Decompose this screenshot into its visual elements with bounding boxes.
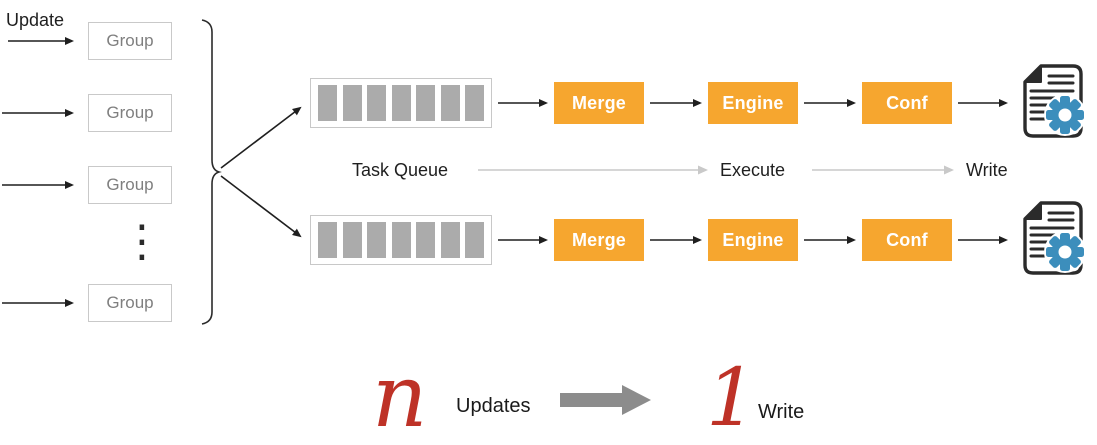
group-label: Group: [106, 293, 154, 312]
queue-slot: [318, 222, 337, 258]
stage-box-merge: Merge: [554, 219, 644, 261]
stage-label: Engine: [722, 92, 784, 113]
task-queue-box: [310, 215, 492, 265]
execute-label: Execute: [720, 160, 786, 180]
queue-slot: [465, 85, 484, 121]
fan-arrow-top: [220, 106, 302, 169]
group-box: Group: [88, 94, 172, 132]
stage-label: Merge: [571, 92, 626, 113]
task-queue-box: [310, 78, 492, 128]
group-box: Group: [88, 22, 172, 60]
one-symbol: 1: [706, 351, 757, 444]
document-fold: [1024, 65, 1042, 83]
stage-label: Engine: [722, 229, 784, 250]
queue-slot: [391, 85, 411, 121]
group-box: Group: [88, 166, 172, 204]
stage-box-conf: Conf: [862, 82, 952, 124]
queue-slot: [318, 85, 337, 121]
queue-slot: [416, 85, 435, 121]
write-summary-label: Write: [758, 401, 805, 423]
update-label: Update: [6, 10, 65, 30]
vertical-ellipsis: ⋮: [120, 216, 164, 267]
group-label: Group: [106, 103, 154, 122]
stage-box-conf: Conf: [862, 219, 952, 261]
queue-slot: [367, 222, 386, 258]
stage-label: Conf: [886, 92, 928, 113]
stage-box-engine: Engine: [708, 82, 798, 124]
queue-slot: [342, 85, 362, 121]
group-box: Group: [88, 284, 172, 322]
queue-slot: [367, 85, 386, 121]
stage-label: Merge: [571, 229, 626, 250]
document-gear-icon: [1023, 201, 1086, 275]
block-arrow: [560, 385, 651, 415]
document-gear-icon: [1023, 64, 1086, 138]
group-label: Group: [106, 31, 154, 50]
groups-brace: [201, 19, 222, 325]
gear-icon: [1044, 94, 1086, 136]
queue-slot: [440, 222, 460, 258]
gear-icon: [1044, 231, 1086, 273]
updates-label: Updates: [456, 395, 531, 417]
stage-label: Conf: [886, 229, 928, 250]
queue-slot: [391, 222, 411, 258]
fan-arrow-bottom: [220, 175, 302, 238]
stage-box-engine: Engine: [708, 219, 798, 261]
document-fold: [1024, 202, 1042, 220]
n-symbol: n: [372, 347, 428, 445]
queue-slot: [440, 85, 460, 121]
task-queue-label: Task Queue: [352, 160, 449, 180]
group-label: Group: [106, 175, 154, 194]
queue-slot: [465, 222, 484, 258]
queue-slot: [416, 222, 435, 258]
queue-slot: [342, 222, 362, 258]
stage-box-merge: Merge: [554, 82, 644, 124]
write-label: Write: [966, 160, 1008, 180]
